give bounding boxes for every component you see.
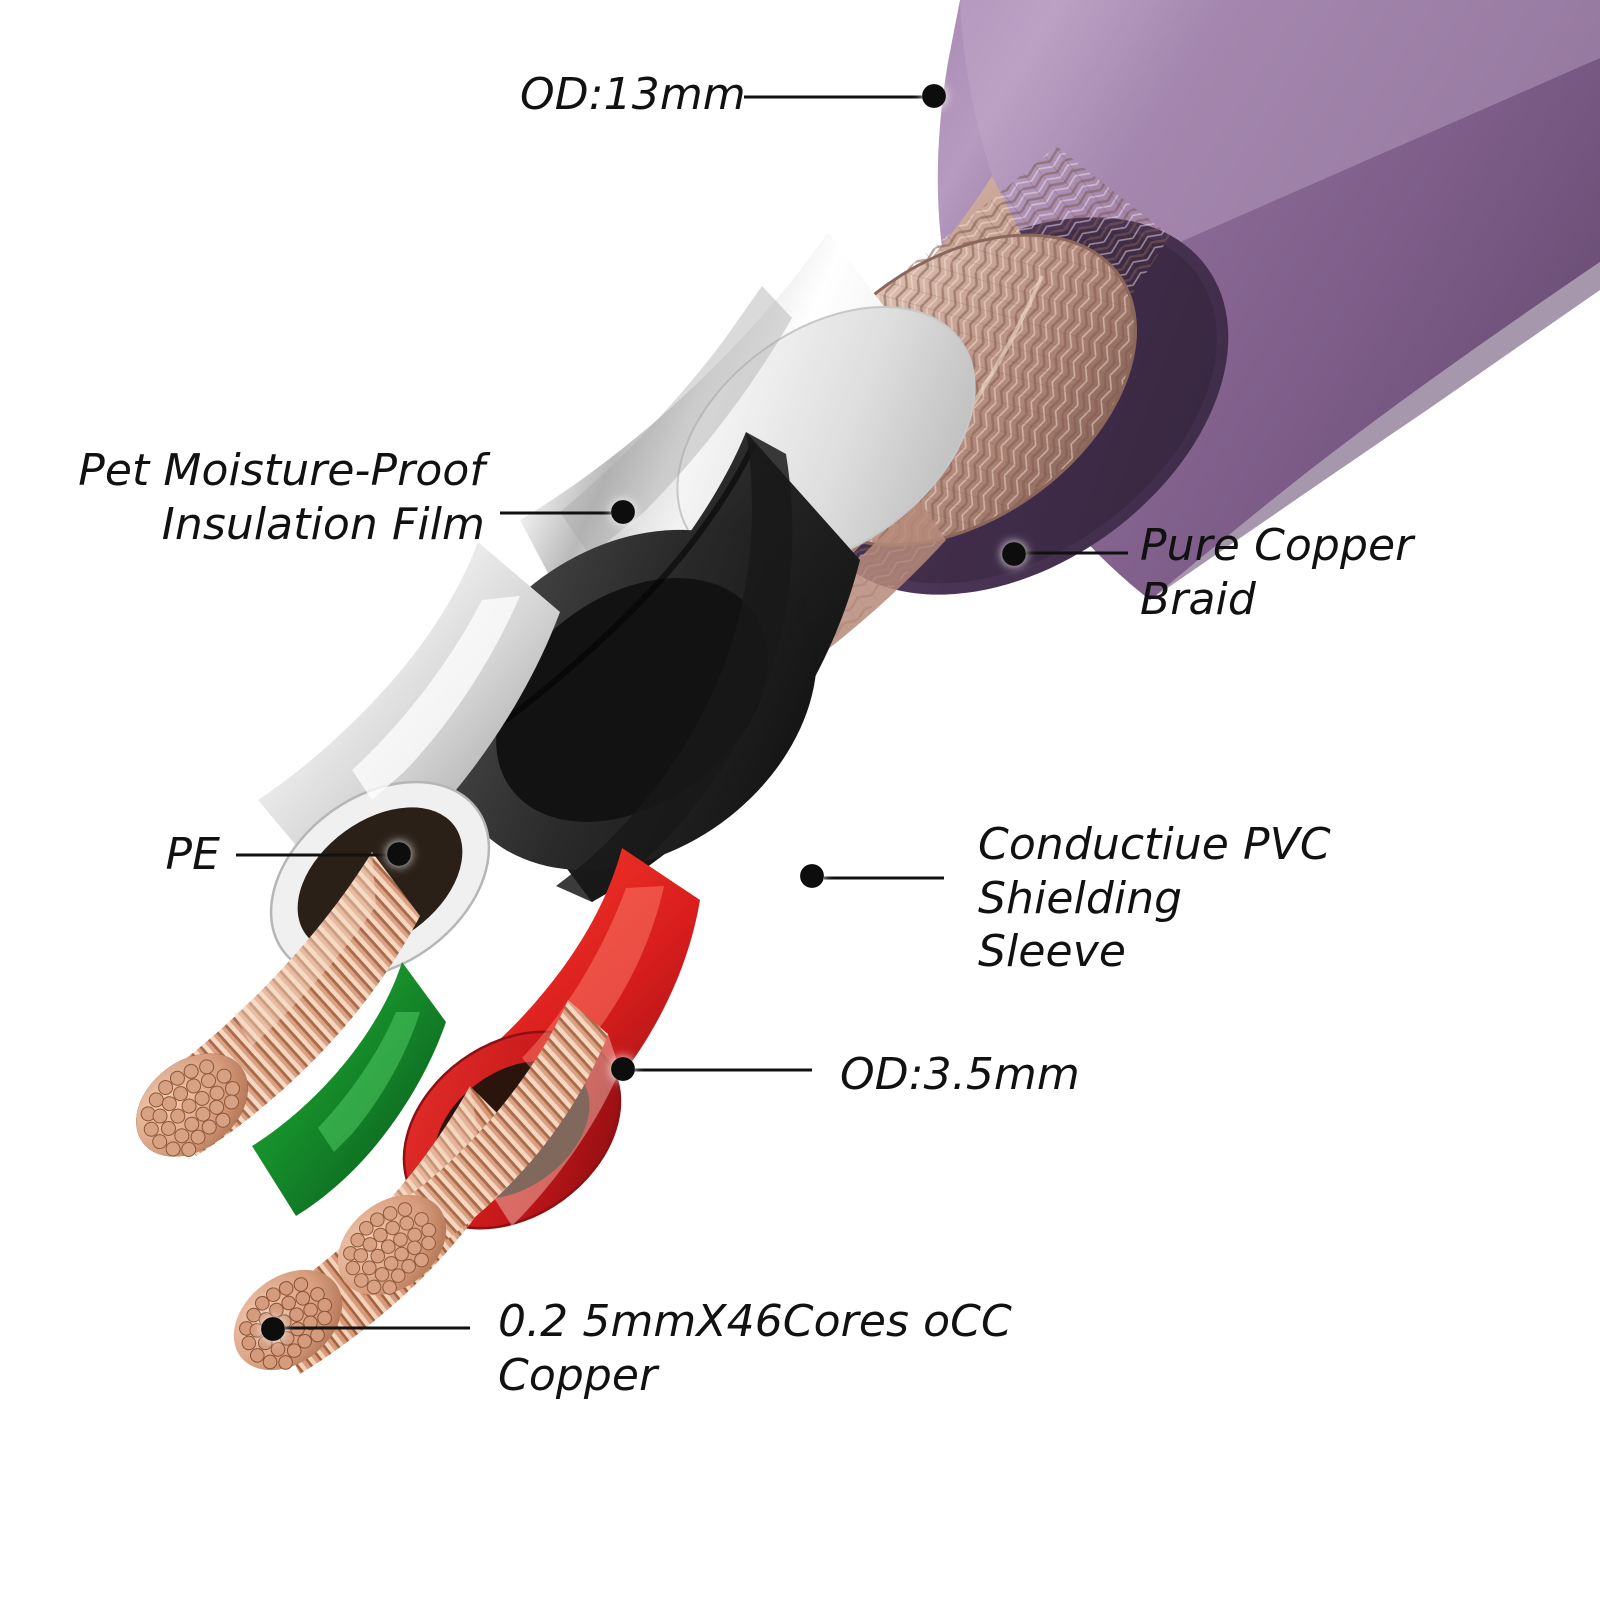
- callout-dots: [261, 84, 1026, 1341]
- callout-dot-pure-copper-braid: [1002, 542, 1026, 566]
- callout-label-od-13mm: OD:13mm: [520, 69, 746, 120]
- callout-label-pure-copper-braid: Pure Copper Braid: [1140, 520, 1414, 625]
- callout-dot-pe: [387, 842, 411, 866]
- callout-label-pe: PE: [165, 829, 220, 880]
- callout-dot-od-13mm: [922, 84, 946, 108]
- callout-label-occ-copper: 0.2 5mmX46Cores oCC Copper: [498, 1296, 1012, 1401]
- pvc-shield-sleeve-layer: [447, 432, 860, 902]
- copper-strands-bundle-red: [337, 1000, 620, 1296]
- callout-dot-od-3-5mm: [611, 1057, 635, 1081]
- green-core-layer: [252, 962, 446, 1216]
- callout-leaders: [236, 95, 1128, 1330]
- callout-label-pet-film: Pet Moisture-Proof Insulation Film: [78, 445, 485, 550]
- callout-dot-pet-film: [611, 500, 635, 524]
- callout-label-conductive-pvc: Conductiue PVC Shielding Sleeve: [978, 819, 1331, 978]
- callout-label-od-3-5mm: OD:3.5mm: [840, 1049, 1080, 1100]
- callout-dot-occ-copper: [261, 1317, 285, 1341]
- callout-dot-conductive-pvc: [800, 864, 824, 888]
- copper-strands-bundle-white: [136, 852, 420, 1157]
